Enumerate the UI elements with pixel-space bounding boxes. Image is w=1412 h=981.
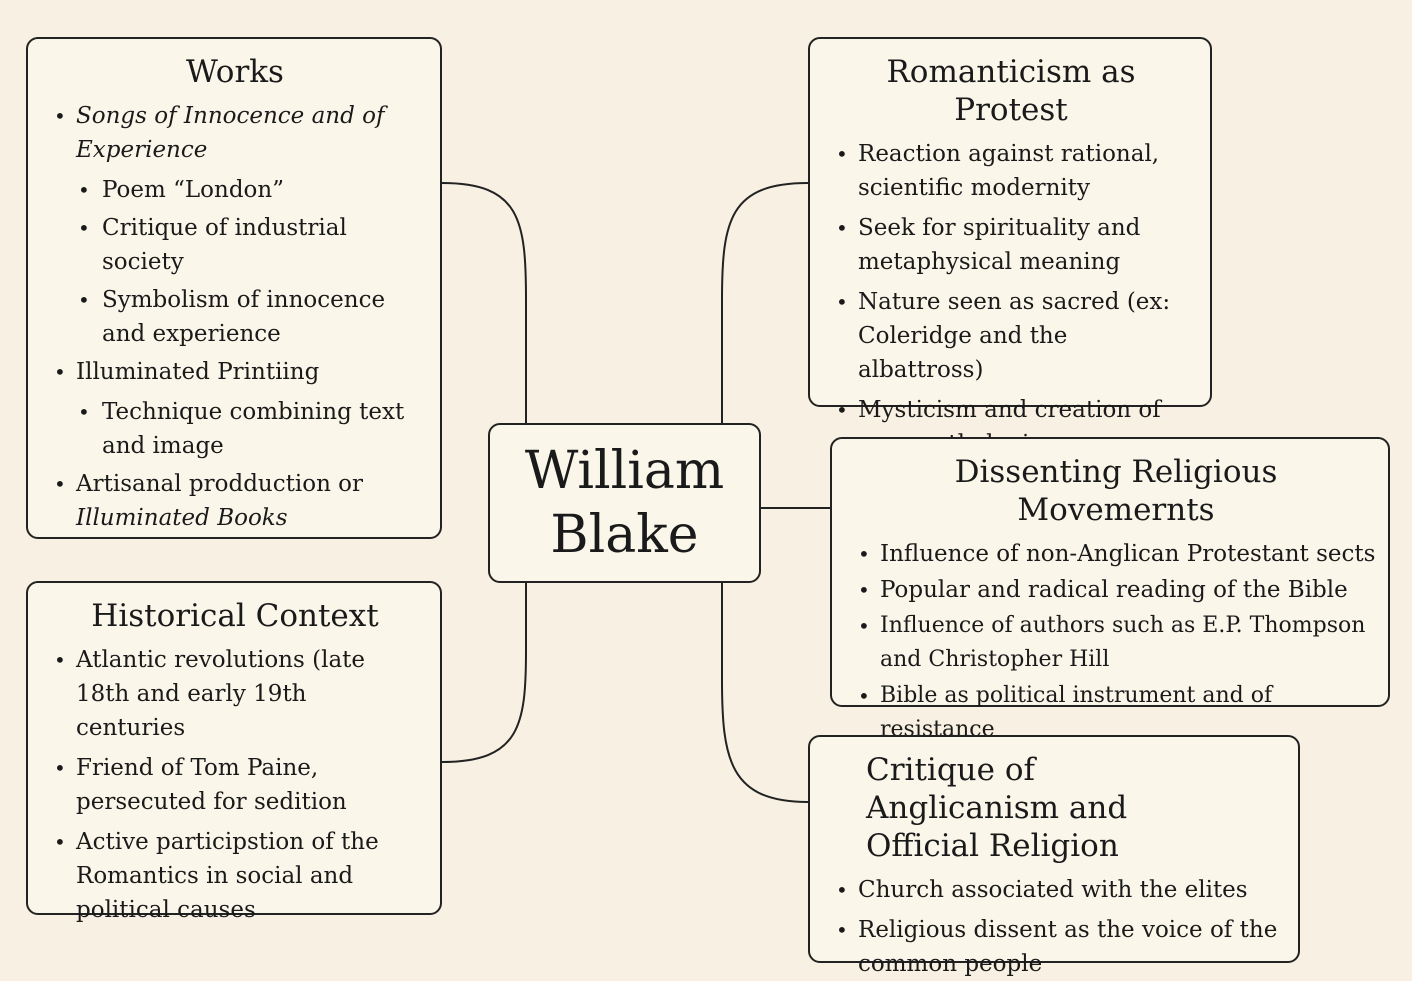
list-item: Active participstion of the Romantics in… <box>50 825 420 927</box>
connector-works <box>441 182 527 423</box>
critique-node: Critique of Anglicanism and Official Rel… <box>808 735 1300 977</box>
list-item: Religious dissent as the voice of the co… <box>832 913 1278 981</box>
connector-critique <box>721 583 809 803</box>
works-node: Works Songs of Innocence and of Experien… <box>26 37 442 539</box>
works-sub-london: Poem “London” <box>76 173 420 207</box>
works-title: Works <box>186 54 284 90</box>
list-item: Nature seen as sacred (ex: Coleridge and… <box>832 285 1190 387</box>
list-item: Influence of authors such as E.P. Thomps… <box>854 609 1378 677</box>
works-item-printing: Illuminated Printiing <box>50 355 420 389</box>
connector-historical <box>441 583 527 763</box>
list-item: Popular and radical reading of the Bible <box>854 573 1378 607</box>
list-item: Influence of non-Anglican Protestant sec… <box>854 537 1378 571</box>
list-item: Friend of Tom Paine, persecuted for sedi… <box>50 751 420 819</box>
works-sub-technique: Technique combining text and image <box>76 395 420 463</box>
historical-title: Historical Context <box>91 598 379 634</box>
romanticism-list: Reaction against rational, scientific mo… <box>832 137 1190 461</box>
dissenting-node: Dissenting Religious Movemernts Influenc… <box>830 437 1390 742</box>
works-sub-symbolism: Symbolism of innocence and experience <box>76 283 420 351</box>
connector-romanticism <box>721 182 809 423</box>
list-item: Atlantic revolutions (late 18th and earl… <box>50 643 420 745</box>
romanticism-node: Romanticism as Protest Reaction against … <box>808 37 1212 457</box>
historical-list: Atlantic revolutions (late 18th and earl… <box>50 643 420 927</box>
central-topic-line1: William <box>524 441 725 501</box>
works-item-songs: Songs of Innocence and of Experience <box>50 99 420 167</box>
critique-title: Critique of Anglicanism and Official Rel… <box>866 752 1128 864</box>
list-item: Church associated with the elites <box>832 873 1278 907</box>
romanticism-title: Romanticism as Protest <box>886 54 1136 128</box>
historical-context-node: Historical Context Atlantic revolutions … <box>26 581 442 923</box>
works-item-artisanal: Artisanal prodduction or Illuminated Boo… <box>50 467 420 535</box>
works-sub-critique: Critique of industrial society <box>76 211 420 279</box>
central-topic-line2: Blake <box>550 505 699 565</box>
list-item: Seek for spirituality and metaphysical m… <box>832 211 1190 279</box>
dissenting-title: Dissenting Religious Movemernts <box>954 454 1278 528</box>
critique-list: Church associated with the elites Religi… <box>832 873 1278 981</box>
dissenting-list: Influence of non-Anglican Protestant sec… <box>854 537 1378 747</box>
works-list: Songs of Innocence and of Experience Poe… <box>50 99 420 535</box>
list-item: Reaction against rational, scientific mo… <box>832 137 1190 205</box>
central-topic: William Blake <box>488 423 761 583</box>
